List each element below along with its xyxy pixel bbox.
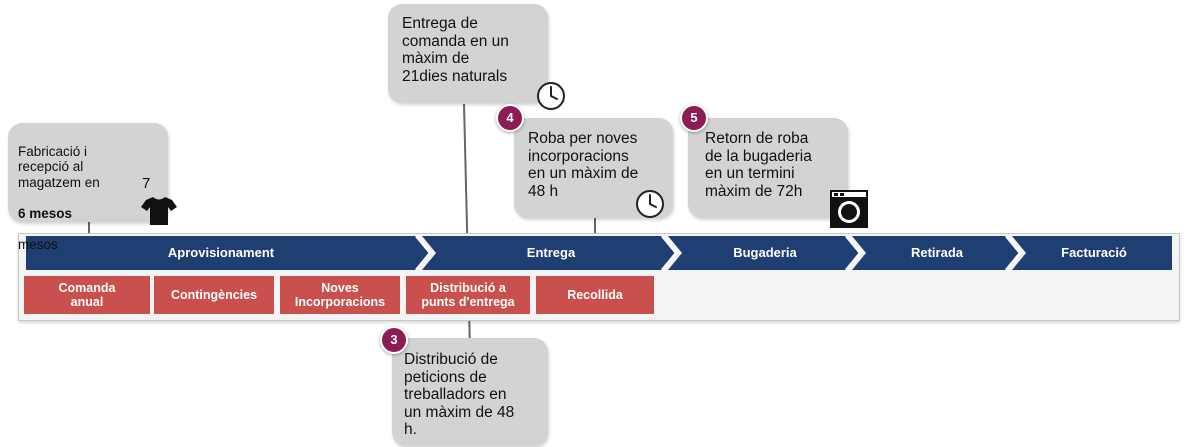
phase-chevron-facturacio xyxy=(1012,236,1172,270)
step-badge-4: 4 xyxy=(496,104,524,132)
phase-chevron-entrega xyxy=(422,236,676,270)
phase-bar xyxy=(26,236,1172,270)
callout-fabricacio-after: mesos xyxy=(18,236,58,252)
phase-label-aprovisionament: Aprovisionament xyxy=(167,245,275,260)
step-badge-5: 5 xyxy=(680,104,708,132)
phase-label-facturacio: Facturació xyxy=(1061,245,1127,260)
step-badge-3: 3 xyxy=(380,326,408,354)
callout-retorn: Retorn de roba de la bugaderia en un ter… xyxy=(688,118,848,218)
phase-label-retirada: Retirada xyxy=(910,245,964,260)
phase-chevron-aprovisionament xyxy=(26,236,430,270)
tshirt-icon xyxy=(141,197,177,225)
callout-roba-text: Roba per noves incorporacions en un màxi… xyxy=(528,130,639,200)
clock-icon xyxy=(537,82,565,110)
phase-label-bugaderia: Bugaderia xyxy=(733,245,797,260)
phase-chevron-retirada xyxy=(852,236,1020,270)
task-contingencies: Contingències xyxy=(154,276,274,314)
callout-fabricacio: Fabricació i recepció al magatzem en 6 m… xyxy=(8,123,168,252)
washing-machine-icon xyxy=(830,190,868,228)
callout-entrega: Entrega de comanda en un màxim de 21dies… xyxy=(388,4,548,103)
clock-icon xyxy=(636,190,664,218)
task-recollida: Recollida xyxy=(536,276,654,314)
task-distribucio: Distribució a punts d'entrega xyxy=(406,276,530,314)
callout-entrega-text: Entrega de comanda en un màxim de 21dies… xyxy=(402,15,509,85)
phase-label-entrega: Entrega xyxy=(526,245,576,260)
callout-fabricacio-text: Fabricació i recepció al magatzem en xyxy=(18,143,100,190)
task-comanda-anual: Comanda anual xyxy=(24,276,150,314)
fabricacio-count: 7 xyxy=(142,175,151,192)
task-noves-incorporacions: Noves Incorporacions xyxy=(280,276,400,314)
callout-retorn-text: Retorn de roba de la bugaderia en un ter… xyxy=(705,130,812,200)
callout-distribucio-text: Distribució de peticions de treballadors… xyxy=(404,351,515,438)
callout-fabricacio-bold: 6 mesos xyxy=(18,205,73,221)
phase-chevron-bugaderia xyxy=(668,236,860,270)
callout-distribucio: Distribució de peticions de treballadors… xyxy=(392,338,548,446)
